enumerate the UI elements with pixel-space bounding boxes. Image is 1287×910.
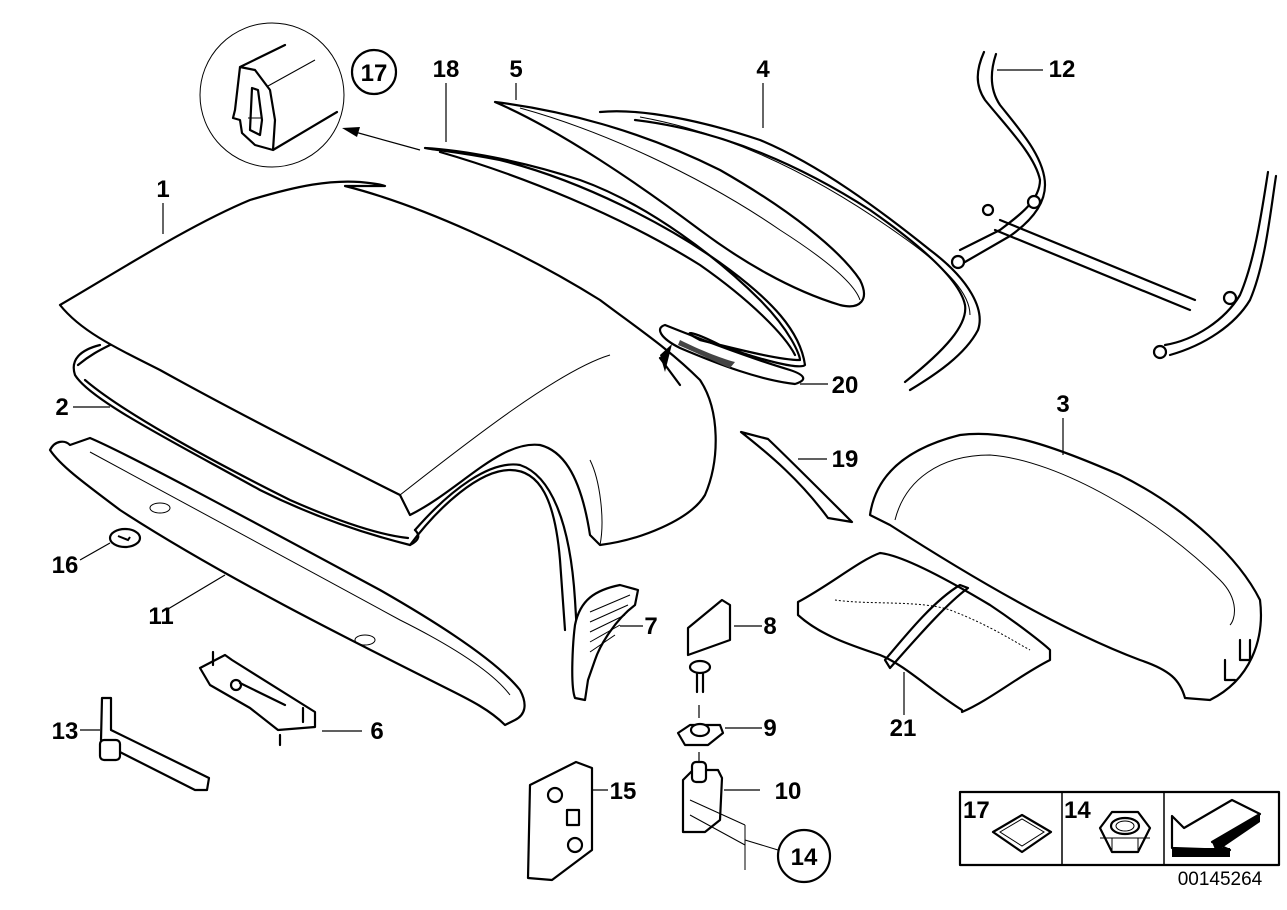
part-16-emblem[interactable] [108,527,142,549]
svg-text:12: 12 [1049,56,1076,83]
callout-21[interactable]: 21 [890,672,917,742]
svg-text:2: 2 [55,394,68,421]
callout-8[interactable]: 8 [734,613,777,640]
svg-text:19: 19 [832,446,859,473]
svg-text:4: 4 [756,56,770,83]
callout-1[interactable]: 1 [156,176,170,234]
part-18-edge-seal[interactable] [423,146,807,368]
rubber-buffer-icon [991,813,1053,854]
svg-text:13: 13 [52,718,79,745]
part-9-retainer[interactable] [676,705,725,747]
part-15-cover-plate[interactable] [526,760,594,882]
svg-text:1: 1 [156,176,169,203]
callout-10[interactable]: 10 [724,778,801,805]
callout-4[interactable]: 4 [756,56,770,128]
legend-item-14[interactable]: 14 [1064,797,1152,854]
callout-12[interactable]: 12 [997,56,1075,83]
part-1-folding-top[interactable] [58,180,717,547]
svg-text:20: 20 [832,372,859,399]
callout-14-circle[interactable]: 14 [744,828,832,884]
svg-text:17: 17 [361,60,388,87]
callout-20[interactable]: 20 [800,372,858,399]
callout-17-circle[interactable]: 17 [350,48,398,96]
svg-text:11: 11 [148,603,173,630]
part-19-trim-strip[interactable] [739,430,854,524]
part-3-tonneau[interactable] [868,432,1262,702]
svg-text:8: 8 [763,613,776,640]
legend-box: 17 14 [958,790,1281,867]
svg-text:16: 16 [52,552,79,579]
callout-13[interactable]: 13 [52,718,100,745]
callout-9[interactable]: 9 [725,715,777,742]
callout-16[interactable]: 16 [52,542,111,579]
svg-text:17: 17 [963,797,990,824]
detail-circle-17 [199,22,421,168]
callout-6[interactable]: 6 [322,718,384,745]
callout-11[interactable]: 11 [148,574,226,630]
svg-text:7: 7 [644,613,657,640]
part-21-storage-bag[interactable] [796,551,1052,714]
catalog-number: 00145264 [1178,869,1263,890]
part-6-bracket[interactable] [198,650,317,747]
part-10-hinge[interactable] [681,752,746,870]
svg-text:14: 14 [791,844,818,871]
svg-text:5: 5 [509,56,522,83]
svg-text:10: 10 [775,778,802,805]
callout-19[interactable]: 19 [798,446,858,473]
svg-text:14: 14 [1064,797,1091,824]
svg-text:18: 18 [433,56,460,83]
part-11-trim-strip[interactable] [48,436,526,727]
part-8-latch-clip[interactable] [686,598,732,694]
part-20-seal-insert[interactable] [658,323,805,386]
part-2-seal[interactable] [72,343,580,652]
callout-15[interactable]: 15 [591,778,636,805]
part-5-headlining[interactable] [493,100,865,308]
callout-18[interactable]: 18 [433,56,460,142]
part-13-crank[interactable] [98,696,211,792]
callout-2[interactable]: 2 [55,394,110,421]
part-12-roll-bar[interactable] [950,50,1278,360]
hex-nut-icon [1098,810,1152,854]
part-7-grille[interactable] [571,583,640,702]
see-also-arrow-icon[interactable] [1170,798,1262,857]
svg-text:3: 3 [1056,391,1069,418]
svg-text:15: 15 [610,778,637,805]
callout-3[interactable]: 3 [1056,391,1070,455]
part-4-roof-seal[interactable] [598,110,981,392]
callout-7[interactable]: 7 [620,613,658,640]
callout-5[interactable]: 5 [509,56,523,100]
legend-item-17[interactable]: 17 [963,797,1053,854]
svg-text:6: 6 [370,718,383,745]
svg-text:9: 9 [763,715,776,742]
svg-text:21: 21 [890,715,917,742]
